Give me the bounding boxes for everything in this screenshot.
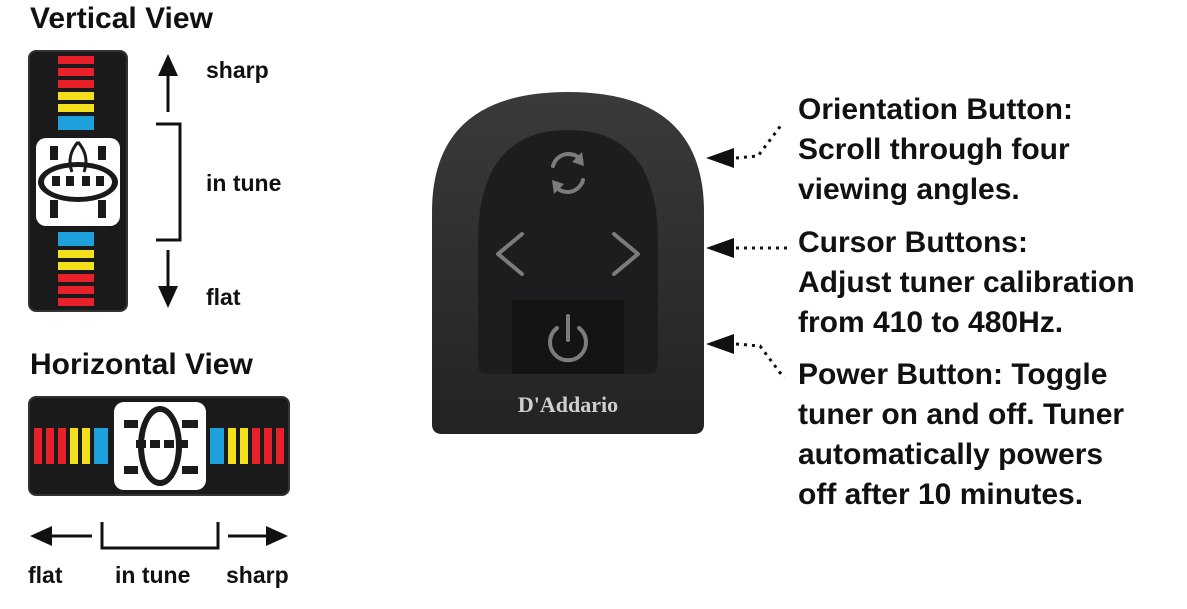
- horizontal-flat-bars: [34, 428, 108, 464]
- vertical-view-title: Vertical View: [30, 2, 213, 35]
- horizontal-sharp-bars: [210, 428, 284, 464]
- orientation-pointer: [706, 123, 784, 168]
- horizontal-view-title: Horizontal View: [30, 348, 253, 381]
- left-cursor-button-icon: [496, 232, 524, 276]
- cursor-callout-line: from 410 to 480Hz.: [798, 306, 1064, 339]
- power-callout: Power Button: Toggle tuner on and off. T…: [798, 355, 1124, 515]
- down-arrow-icon: [158, 250, 178, 308]
- horizontal-scale-indicator: [30, 522, 288, 550]
- right-cursor-button-icon: [612, 232, 640, 276]
- orientation-callout-line: viewing angles.: [798, 173, 1020, 206]
- vertical-flat-bars: [58, 232, 94, 306]
- orientation-callout-line: Scroll through four: [798, 133, 1070, 166]
- horizontal-in-tune-glyph: [114, 402, 206, 490]
- power-callout-title-suffix: Toggle: [1011, 358, 1108, 391]
- left-arrow-icon: [30, 526, 92, 546]
- callout-pointers: [706, 123, 788, 379]
- vertical-sharp-bars: [58, 56, 94, 130]
- horizontal-flat-label: flat: [28, 562, 63, 588]
- cursor-callout-title: Cursor Buttons:: [798, 226, 1028, 259]
- vertical-in-tune-glyph: [36, 138, 120, 226]
- vertical-sharp-label: sharp: [206, 57, 269, 83]
- cursor-callout: Cursor Buttons: Adjust tuner calibration…: [798, 223, 1135, 343]
- bracket-icon: [156, 122, 182, 242]
- orientation-button-icon: [551, 152, 585, 194]
- horizontal-tuner-display: [28, 396, 290, 496]
- vertical-tuner-display: [28, 50, 128, 312]
- power-callout-line: tuner on and off. Tuner: [798, 398, 1125, 431]
- horizontal-in-tune-label: in tune: [115, 562, 191, 588]
- horizontal-sharp-label: sharp: [226, 562, 289, 588]
- power-pointer: [706, 334, 786, 379]
- right-arrow-icon: [228, 526, 288, 546]
- vertical-in-tune-label: in tune: [206, 170, 282, 196]
- orientation-callout: Orientation Button: Scroll through four …: [798, 90, 1073, 210]
- cursor-callout-line: Adjust tuner calibration: [798, 266, 1135, 299]
- vertical-flat-label: flat: [206, 284, 241, 310]
- power-button-icon: [548, 314, 588, 363]
- power-callout-title: Power Button:: [798, 358, 1003, 391]
- vertical-scale-indicator: [156, 54, 182, 308]
- power-callout-line: off after 10 minutes.: [798, 478, 1084, 511]
- orientation-callout-title: Orientation Button:: [798, 93, 1073, 126]
- cursor-pointer: [706, 238, 788, 258]
- up-arrow-icon: [158, 54, 178, 112]
- power-callout-line: automatically powers: [798, 438, 1104, 471]
- tuner-device: [432, 92, 704, 434]
- bracket-icon: [100, 522, 220, 550]
- brand-logo: D'Addario: [517, 392, 619, 417]
